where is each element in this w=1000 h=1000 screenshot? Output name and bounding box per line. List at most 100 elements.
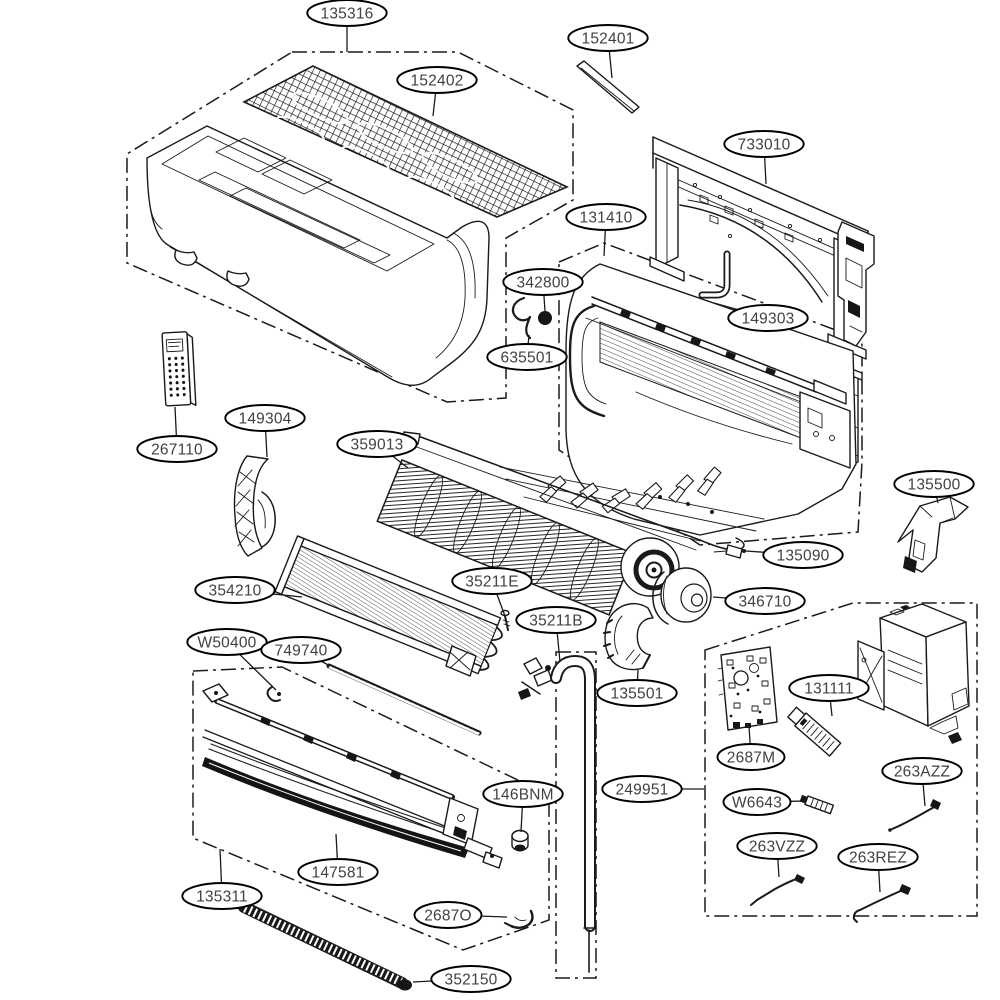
part-number-text-149303: 149303 <box>742 311 795 328</box>
control-box-drawing <box>857 603 970 744</box>
part-number-text-359013: 359013 <box>351 437 404 454</box>
leader-line-635501 <box>527 334 530 345</box>
grommet-drawing <box>538 311 552 325</box>
part-label-135500: 135500 <box>893 470 975 498</box>
part-number-text-146BNM: 146BNM <box>492 787 554 804</box>
part-number-text-263VZZ: 263VZZ <box>749 839 805 856</box>
leader-line-131111 <box>829 700 833 717</box>
part-number-text-733010: 733010 <box>738 137 791 154</box>
part-label-135311: 135311 <box>181 882 263 910</box>
part-label-ellipse-135500 <box>893 470 975 498</box>
part-number-text-635501: 635501 <box>501 350 554 367</box>
part-number-text-263AZZ: 263AZZ <box>894 764 950 781</box>
part-label-152402: 152402 <box>396 66 478 94</box>
display-pcb-drawing <box>787 706 842 757</box>
part-number-text-342800: 342800 <box>517 275 570 292</box>
part-labels: 135316 152401 152402 733010 131410 342800 1493… <box>136 0 975 993</box>
part-label-ellipse-135316 <box>306 0 388 27</box>
part-label-2687O: 2687O <box>413 901 483 929</box>
group-box-control <box>704 602 978 917</box>
leader-line-354210 <box>272 593 303 598</box>
part-label-354210: 354210 <box>194 576 276 604</box>
part-label-147581: 147581 <box>297 858 379 886</box>
part-number-text-35211E: 35211E <box>465 574 519 591</box>
part-label-249951: 249951 <box>601 775 683 803</box>
part-label-733010: 733010 <box>723 130 805 158</box>
leader-line-2687O <box>481 915 508 918</box>
leader-line-263REZ <box>878 869 881 893</box>
part-number-text-149304: 149304 <box>239 411 292 428</box>
leader-line-352150 <box>412 980 432 983</box>
part-label-ellipse-263REZ <box>837 843 919 871</box>
part-label-ellipse-135090 <box>762 541 844 569</box>
wire-263vzz-drawing <box>750 874 805 906</box>
line-art <box>126 51 978 991</box>
part-label-152401: 152401 <box>567 24 649 52</box>
thermistor-wire-263azz-drawing <box>888 799 941 832</box>
part-label-ellipse-267110 <box>136 435 218 463</box>
part-label-ellipse-W6643 <box>722 788 792 816</box>
part-label-342800: 342800 <box>502 268 584 296</box>
part-number-text-152401: 152401 <box>582 31 635 48</box>
evaporator-drawing <box>274 535 503 677</box>
fan-motor-drawing <box>652 567 712 625</box>
leader-line-2687M <box>748 725 751 745</box>
part-number-text-135501: 135501 <box>611 686 664 703</box>
part-label-ellipse-152402 <box>396 66 478 94</box>
part-label-ellipse-733010 <box>723 130 805 158</box>
part-label-ellipse-352150 <box>430 965 512 993</box>
part-label-263AZZ: 263AZZ <box>881 757 963 785</box>
main-pcb-drawing <box>717 646 778 731</box>
clip-135090-drawing <box>713 544 746 559</box>
part-label-ellipse-263VZZ <box>736 832 818 860</box>
part-label-ellipse-152401 <box>567 24 649 52</box>
leader-line-149304 <box>265 430 268 458</box>
part-label-ellipse-131111 <box>788 674 870 702</box>
screw-drawing <box>500 609 511 631</box>
part-label-352150: 352150 <box>430 965 512 993</box>
part-number-text-135090: 135090 <box>777 548 830 565</box>
leader-line-733010 <box>764 156 767 185</box>
leader-line-35211E <box>496 593 506 617</box>
part-label-ellipse-131410 <box>565 203 647 231</box>
part-label-267110: 267110 <box>136 435 218 463</box>
part-number-text-147581: 147581 <box>312 865 365 882</box>
remote-control-drawing <box>161 331 197 407</box>
part-label-ellipse-149303 <box>727 304 809 332</box>
part-label-35211E: 35211E <box>451 567 533 595</box>
part-number-text-152402: 152402 <box>411 73 464 90</box>
part-label-ellipse-249951 <box>601 775 683 803</box>
wire-263rez-drawing <box>852 884 911 923</box>
part-label-ellipse-35211B <box>515 606 597 634</box>
part-number-text-135316: 135316 <box>321 6 374 23</box>
leader-line-749740 <box>320 660 331 667</box>
part-number-text-131111: 131111 <box>804 681 853 698</box>
part-label-ellipse-342800 <box>502 268 584 296</box>
part-label-149303: 149303 <box>727 304 809 332</box>
part-label-135090: 135090 <box>762 541 844 569</box>
part-label-131111: 131111 <box>788 674 870 702</box>
part-label-149304: 149304 <box>224 404 306 432</box>
leader-line-152402 <box>432 92 437 117</box>
part-number-text-749740: 749740 <box>275 643 328 660</box>
part-label-263REZ: 263REZ <box>837 843 919 871</box>
part-label-2687M: 2687M <box>716 743 786 771</box>
part-label-ellipse-149304 <box>224 404 306 432</box>
leader-line-263AZZ <box>922 783 926 807</box>
leader-line-135500 <box>936 496 939 504</box>
leader-line-35211B <box>556 632 561 663</box>
part-label-ellipse-135501 <box>596 679 678 707</box>
part-label-W6643: W6643 <box>722 788 792 816</box>
front-cover-drawing <box>146 125 490 386</box>
part-label-ellipse-135311 <box>181 882 263 910</box>
part-label-ellipse-2687O <box>413 901 483 929</box>
part-label-W50400: W50400 <box>186 628 268 656</box>
part-number-text-131410: 131410 <box>580 210 633 227</box>
drain-pipe-drawing <box>518 654 597 973</box>
group-box-vane-assembly <box>192 666 550 951</box>
leader-line-135090 <box>745 550 765 553</box>
part-label-635501: 635501 <box>486 343 568 371</box>
group-box-drain-pipe <box>555 651 597 979</box>
seal-strip-drawing <box>576 60 640 114</box>
